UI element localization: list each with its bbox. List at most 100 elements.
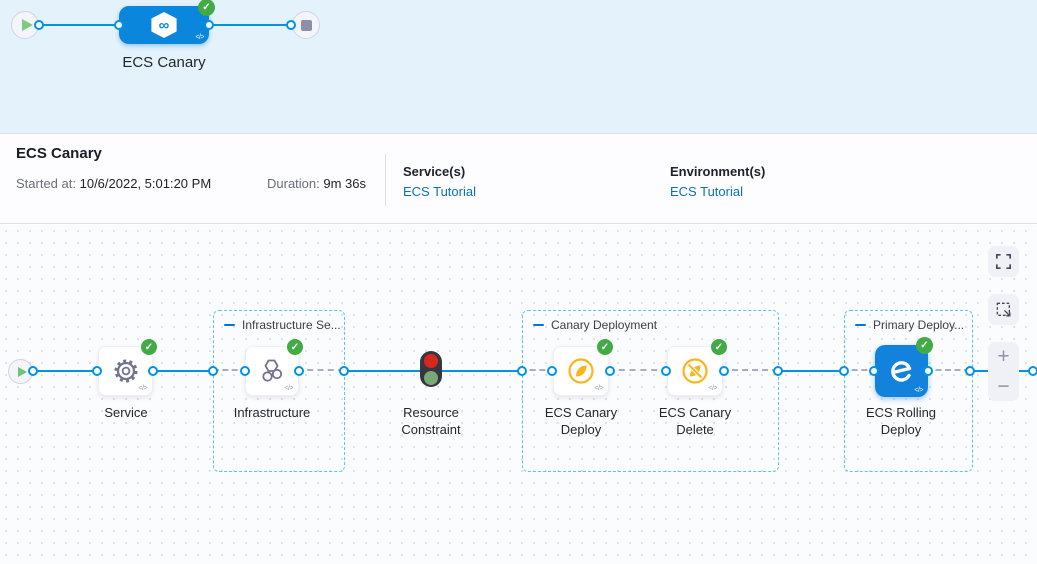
node-label: Service [104,405,148,420]
node-label: ECS Canary Delete [658,405,732,437]
environments-label: Environment(s) [670,164,766,179]
code-icon: </> [284,385,293,392]
graph-edge-dashed [722,369,778,371]
fit-to-view-button[interactable] [988,294,1019,325]
started-label: Started at: [16,176,76,191]
summary-divider [385,154,386,206]
connector-port [92,366,102,376]
connector-port [339,366,349,376]
connector-port [294,366,304,376]
duration-label: Duration: [267,176,320,191]
code-icon: </> [138,385,147,392]
connector-port [547,366,557,376]
stop-icon [300,19,312,31]
node-resource-constraint[interactable] [420,351,442,387]
node-label: Infrastructure [233,405,311,420]
connector-port [719,366,729,376]
graph-edge-dashed [297,369,344,371]
connector-port [839,366,849,376]
node-infrastructure[interactable]: ✓ </> [245,339,303,396]
connector-port [208,366,218,376]
connector-port [148,366,158,376]
started-value: 10/6/2022, 5:01:20 PM [79,176,212,191]
canary-deploy-icon [568,358,594,384]
graph-edge [775,370,847,372]
zoom-in-button[interactable]: + [997,345,1010,369]
code-icon: </> [914,387,923,394]
connector-port [965,366,975,376]
fullscreen-icon [996,254,1011,269]
connector-port [605,366,615,376]
ecs-rolling-icon [890,361,911,382]
graph-edge-dashed [213,369,247,371]
collapse-group-icon[interactable] [855,323,866,327]
node-label: Resource Constraint [401,405,461,437]
connector-port [240,366,250,376]
services-block: Service(s) ECS Tutorial [403,164,476,199]
pipeline-end-node [292,11,320,39]
duration: Duration: 9m 36s [267,176,366,191]
success-check-icon: ✓ [141,339,157,355]
traffic-light-red-icon [424,353,438,368]
connector-port [34,20,44,30]
execution-graph-canvas[interactable]: Infrastructure Se... Canary Deployment P… [0,225,1037,564]
success-check-icon: ✓ [916,337,933,354]
canary-delete-icon [682,358,708,384]
play-icon [21,19,33,31]
connector-port [28,366,38,376]
group-primary-deployment: Primary Deploy... [844,310,973,472]
services-label: Service(s) [403,164,466,179]
group-title: Primary Deploy... [873,318,965,332]
duration-value: 9m 36s [323,176,367,191]
zoom-controls: + − [988,342,1019,401]
zoom-out-button[interactable]: − [997,374,1010,398]
minimap-stage-ecs-canary[interactable]: ∞ ✓ </> [119,0,215,44]
graph-edge-dashed [926,369,970,371]
environments-link[interactable]: ECS Tutorial [670,184,743,199]
node-service[interactable]: ✓ </> [98,339,157,396]
services-link[interactable]: ECS Tutorial [403,184,476,199]
graph-edge [20,370,100,372]
environments-block: Environment(s) ECS Tutorial [670,164,765,199]
gear-icon [114,359,137,383]
graph-edge-dashed [842,369,877,371]
graph-edge-dashed [520,369,555,371]
connector-port [286,20,296,30]
connector-port [517,366,527,376]
code-icon: </> [708,385,717,392]
group-title: Canary Deployment [551,318,658,332]
fit-to-view-icon [996,302,1010,316]
graph-edge [150,370,213,372]
traffic-light-green-icon [424,370,438,385]
play-icon [17,366,27,377]
harness-pipeline-icon: ∞ [151,12,177,38]
success-check-icon: ✓ [287,339,303,355]
execution-title: ECS Canary [16,145,102,162]
fullscreen-button[interactable] [988,246,1019,277]
graph-edge-dashed [608,369,668,371]
connector-port [773,366,783,376]
collapse-group-icon[interactable] [224,323,235,327]
minimap-stage-label: ECS Canary [122,54,206,71]
connector-port [204,20,214,30]
node-ecs-canary-delete[interactable]: ✓ </> [667,339,727,396]
success-check-icon: ✓ [711,339,727,355]
node-label: ECS Rolling Deploy [865,405,937,437]
node-ecs-rolling-deploy[interactable]: ✓ </> [875,337,933,397]
started-at: Started at: 10/6/2022, 5:01:20 PM [16,176,211,191]
node-ecs-canary-deploy[interactable]: ✓ </> [553,339,613,396]
success-check-icon: ✓ [198,0,215,16]
pipeline-minimap-band: ∞ ✓ </> ECS Canary [0,0,1037,133]
minimap-edge [25,24,119,26]
collapse-group-icon[interactable] [533,323,544,327]
group-title: Infrastructure Se... [242,318,341,332]
connector-port [1028,366,1037,376]
connector-port [923,366,933,376]
code-icon: </> [594,385,603,392]
group-infrastructure-section: Infrastructure Se... [213,310,345,472]
connector-port [114,20,124,30]
connector-port [869,366,879,376]
execution-summary-bar: ECS Canary Started at: 10/6/2022, 5:01:2… [0,133,1037,224]
node-label: ECS Canary Deploy [544,405,618,437]
minimap-edge [209,24,306,26]
